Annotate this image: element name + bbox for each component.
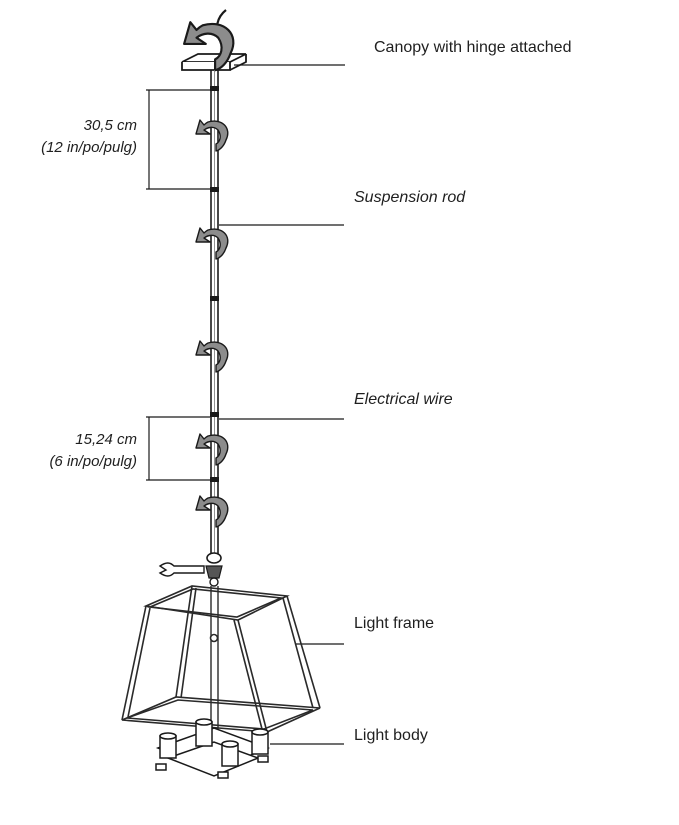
dimension-12in-bracket (146, 89, 210, 190)
suspension-rod-label: Suspension rod (354, 189, 466, 206)
canopy (181, 53, 247, 71)
light-body-label: Light body (354, 727, 428, 744)
electrical-wire-label: Electrical wire (354, 391, 453, 408)
canopy-label: Canopy with hinge attached (374, 39, 572, 56)
short-segment-imperial: (6 in/po/pulg) (49, 453, 137, 470)
rod-segment-metric: 30,5 cm (83, 117, 137, 134)
light-frame-label: Light frame (354, 615, 435, 632)
light-body (155, 718, 271, 779)
dimension-6in-bracket (146, 416, 210, 481)
hook-and-wrench (158, 552, 223, 587)
light-frame (121, 585, 321, 733)
wrench-icon (158, 562, 205, 577)
rod-segment-imperial: (12 in/po/pulg) (41, 139, 137, 156)
rod-twist-arrows (195, 119, 229, 528)
short-segment-metric: 15,24 cm (75, 431, 137, 448)
